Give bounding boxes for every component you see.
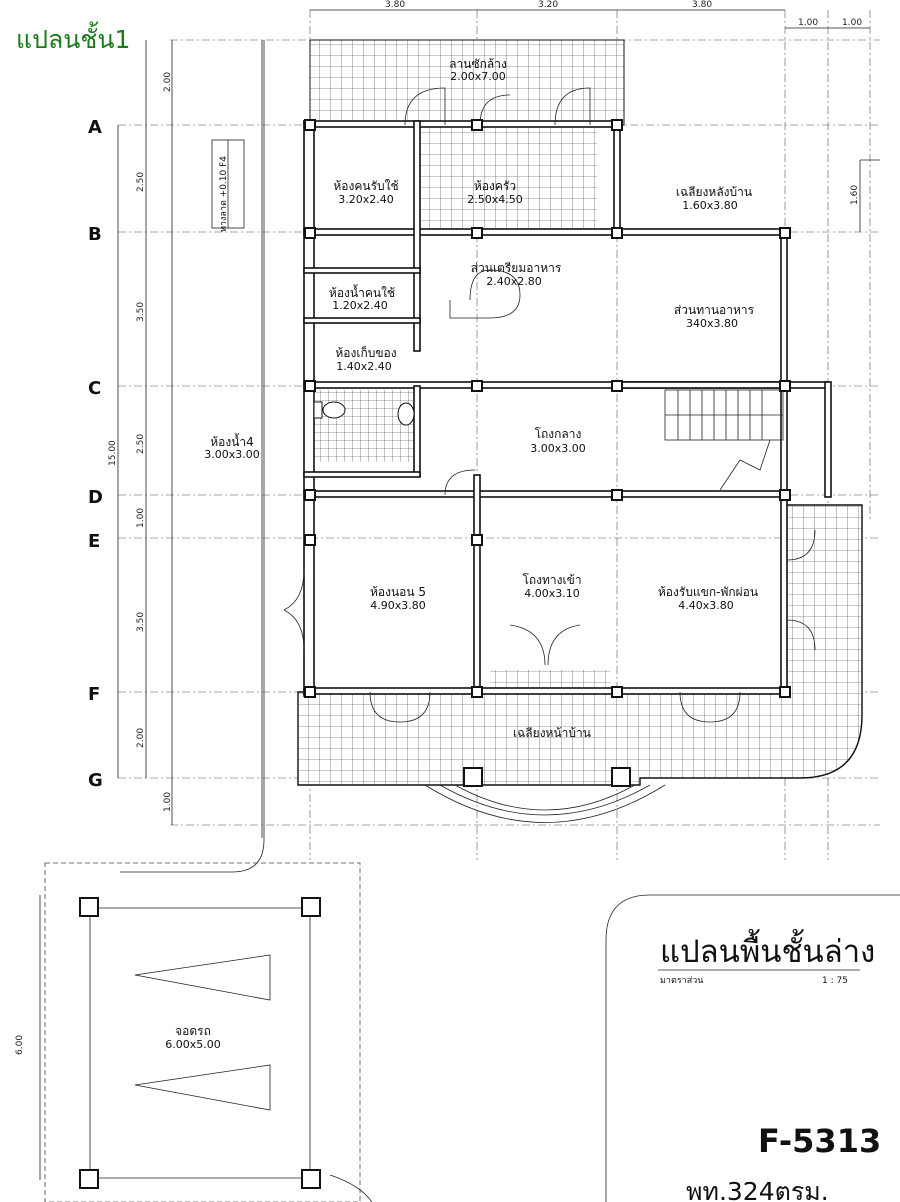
left-dim-1: 2.00	[163, 72, 173, 92]
level-note-text: ทางลาด +0.10 F4	[219, 156, 229, 232]
left-dim-3: 3.50	[136, 302, 146, 322]
front-arc-step	[424, 784, 666, 823]
room-size-living: 4.40x3.80	[678, 599, 734, 612]
room-size-entry-hall: 4.00x3.10	[524, 587, 580, 600]
entry-step-tiles	[490, 670, 610, 692]
right-top-dim-1: 1.00	[798, 18, 818, 28]
toilet-icon	[322, 401, 346, 419]
drawing-code: F-5313	[758, 1122, 881, 1160]
top-dim-3: 3.80	[692, 0, 712, 10]
scale-value: 1 : 75	[822, 976, 848, 986]
room-size-dining: 340x3.80	[686, 317, 738, 330]
top-dim-2: 3.20	[538, 0, 558, 10]
room-labels: ลานซักล้าง 2.00x7.00 ห้องคนรับใช้ 3.20x2…	[165, 57, 758, 1051]
room-size-central-hall: 3.00x3.00	[530, 442, 586, 455]
level-note: ทางลาด +0.10 F4	[211, 139, 245, 232]
scale-label: มาตราส่วน	[660, 976, 703, 986]
room-name-entry-hall: โถงทางเข้า	[522, 573, 581, 587]
room-size-bath4: 3.00x3.00	[204, 448, 260, 461]
room-size-storage: 1.40x2.40	[336, 360, 392, 373]
room-name-dining: ส่วนทานอาหาร	[674, 303, 755, 317]
room-size-bedroom5: 4.90x3.80	[370, 599, 426, 612]
axis-e: E	[88, 531, 100, 552]
corner-label: แปลนชั้น1	[16, 21, 130, 54]
right-top-dim-2: 1.00	[842, 18, 862, 28]
garage	[44, 862, 361, 1202]
room-size-maid: 3.20x2.40	[338, 193, 394, 206]
room-name-carport: จอดรถ	[175, 1024, 211, 1038]
front-porch-tiles	[297, 504, 863, 786]
garage-dim: 6.00	[15, 1035, 25, 1055]
room-size-kitchen: 2.50x4.50	[467, 193, 523, 206]
room-name-bath4: ห้องน้ำ4	[210, 433, 254, 449]
floor-area: พท.324ตรม.	[686, 1177, 829, 1202]
room-name-laundry: ลานซักล้าง	[449, 57, 507, 71]
axis-f: F	[88, 684, 100, 705]
room-name-storage: ห้องเก็บของ	[335, 345, 396, 360]
axis-g: G	[88, 770, 103, 791]
room-size-carport: 6.00x5.00	[165, 1038, 221, 1051]
doors	[283, 87, 816, 723]
sheet-title: แปลนพื้นชั้นล่าง	[660, 929, 875, 970]
axis-c: C	[88, 378, 101, 399]
room-name-prep: ส่วนเตรียมอาหาร	[471, 261, 562, 275]
room-size-maid-bath: 1.20x2.40	[332, 299, 388, 312]
room-name-maid: ห้องคนรับใช้	[333, 179, 398, 193]
fixtures	[313, 269, 521, 426]
room-size-back-porch: 1.60x3.80	[682, 199, 738, 212]
left-dim-5: 1.00	[136, 508, 146, 528]
bath-tiles	[310, 390, 420, 462]
room-name-central-hall: โถงกลาง	[535, 427, 582, 441]
title-block: แปลนพื้นชั้นล่าง มาตราส่วน 1 : 75 F-5313…	[658, 929, 881, 1202]
left-dim-2: 2.50	[136, 172, 146, 192]
site-boundary	[120, 40, 900, 1202]
axis-b: B	[88, 224, 102, 245]
room-size-laundry: 2.00x7.00	[450, 70, 506, 83]
dimension-lines	[39, 9, 880, 1180]
basin-icon	[397, 402, 415, 426]
stair	[664, 389, 784, 491]
top-dim-1: 3.80	[385, 0, 405, 10]
toilet-tank-icon	[313, 401, 323, 419]
right-dim: 1.60	[850, 185, 860, 205]
left-dim-7: 2.00	[136, 728, 146, 748]
room-name-maid-bath: ห้องน้ำคนใช้	[329, 284, 395, 300]
left-dim-6: 3.50	[136, 612, 146, 632]
room-name-living: ห้องรับแขก-พักผ่อน	[658, 585, 758, 599]
axis-a: A	[88, 117, 102, 138]
left-dim-4: 2.50	[136, 434, 146, 454]
laundry-yard-tiles	[309, 39, 625, 126]
columns	[79, 119, 791, 1189]
room-name-front-porch: เฉลียงหน้าบ้าน	[513, 726, 591, 740]
room-name-back-porch: เฉลียงหลังบ้าน	[676, 185, 752, 199]
total-dim: 15.00	[108, 440, 118, 466]
tiled-areas	[297, 39, 863, 786]
room-size-prep: 2.40x2.80	[486, 275, 542, 288]
left-dim-8: 1.00	[163, 792, 173, 812]
axis-d: D	[88, 487, 103, 508]
room-name-kitchen: ห้องครัว	[474, 179, 516, 193]
room-name-bedroom5: ห้องนอน 5	[370, 585, 426, 599]
kitchen-tiles	[420, 125, 597, 232]
